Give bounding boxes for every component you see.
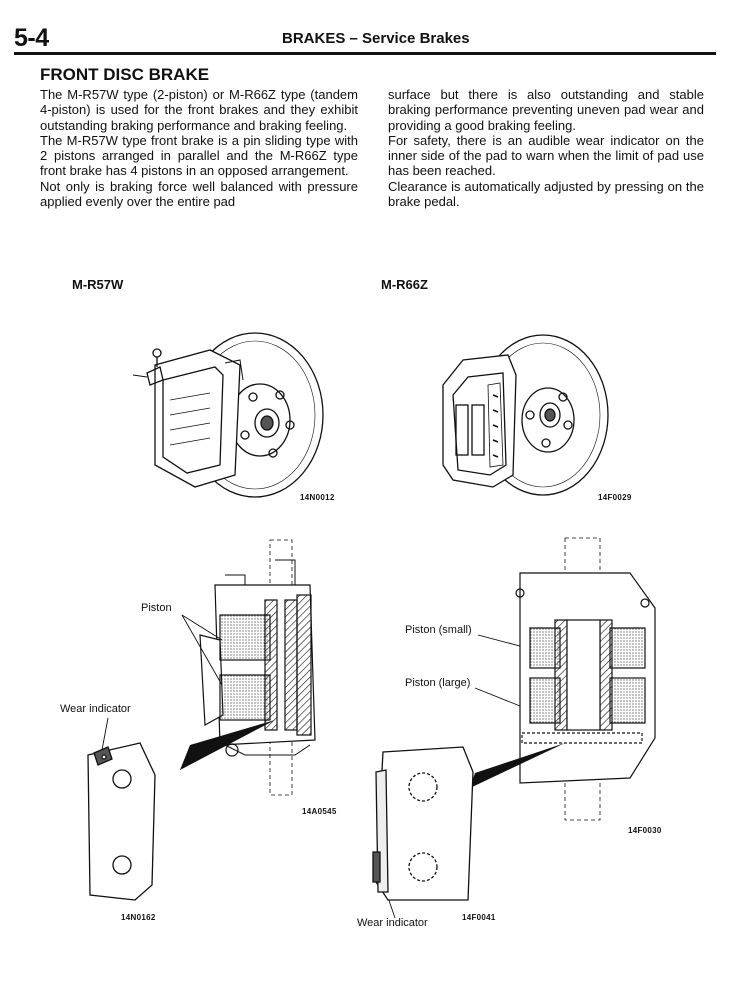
mr66z-pad-diagram — [372, 746, 474, 901]
paragraph: Clearance is automatically adjusted by p… — [388, 178, 704, 210]
figure-code: 14F0041 — [462, 913, 496, 922]
paragraph: surface but there is also outstanding an… — [388, 87, 704, 133]
figure-label-mr66z: M-R66Z — [381, 277, 428, 292]
callout-wear-indicator-right: Wear indicator — [357, 917, 428, 929]
callout-wear-indicator-left: Wear indicator — [60, 703, 131, 715]
mr66z-section-diagram — [470, 537, 656, 821]
callout-piston: Piston — [141, 602, 172, 614]
mr66z-caliper-illustration — [442, 334, 609, 496]
page-header-title: BRAKES – Service Brakes — [282, 30, 470, 47]
mr57w-caliper-illustration — [132, 332, 324, 498]
callout-piston-small: Piston (small) — [405, 624, 472, 636]
figure-code: 14N0162 — [121, 913, 156, 922]
page-number: 5-4 — [14, 24, 49, 52]
paragraph: The M-R57W type front brake is a pin sli… — [40, 132, 358, 179]
text-column-left: The M-R57W type (2-piston) or M-R66Z typ… — [40, 87, 358, 209]
figure-code: 14N0012 — [300, 493, 335, 502]
paragraph: The M-R57W type (2-piston) or M-R66Z typ… — [40, 87, 358, 133]
section-title: FRONT DISC BRAKE — [40, 65, 210, 84]
figure-code: 14F0030 — [628, 826, 662, 835]
figure-code: 14A0545 — [302, 807, 337, 816]
mr57w-section-diagram — [180, 539, 316, 796]
figure-label-mr57w: M-R57W — [72, 277, 124, 292]
figure-code: 14F0029 — [598, 493, 632, 502]
header-rule — [14, 52, 716, 55]
callout-piston-large: Piston (large) — [405, 677, 471, 689]
paragraph: For safety, there is an audible wear ind… — [388, 132, 704, 179]
mr57w-pad-diagram — [87, 742, 156, 901]
text-column-right: surface but there is also outstanding an… — [388, 87, 704, 209]
paragraph: Not only is braking force well balanced … — [40, 178, 358, 210]
